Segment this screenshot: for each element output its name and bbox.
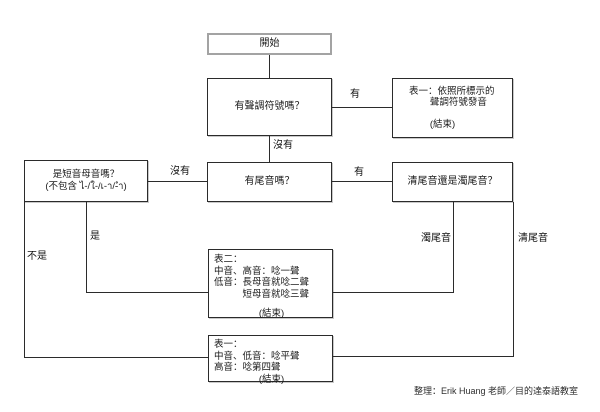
- connector-clear-to-table1bottom: [333, 356, 514, 357]
- node-table2: 表二： 中音、高音：唸一聲 低音：長母音就唸二聲 短母音就唸三聲 (結束): [208, 249, 333, 319]
- edge-label-clear-final: 清尾音: [518, 233, 548, 244]
- edge-label-voiced-final: 濁尾音: [421, 233, 451, 244]
- connector-not-short-to-table1bottom: [24, 357, 208, 358]
- connector-tonemark-to-table1top: [332, 107, 392, 108]
- connector-finalq-to-clearvoiced: [332, 181, 392, 182]
- node-clear-voiced-question: 清尾音還是濁尾音？: [392, 162, 513, 202]
- node-clear-voiced-question-label: 清尾音還是濁尾音？: [407, 176, 498, 187]
- table1-bottom-line3: 高音：唸第四聲: [214, 362, 281, 373]
- node-table1-bottom: 表一： 中音、低音：唸平聲 高音：唸第四聲 (結束): [208, 335, 333, 385]
- table1-bottom-line1: 表一：: [214, 339, 243, 350]
- node-table1-top: 表一：依照所標示的 聲調符號發音 (結束): [392, 78, 513, 138]
- table1-top-line2: 聲調符號發音: [429, 97, 487, 109]
- table2-line4: 短母音就唸三聲: [242, 288, 310, 300]
- table1-bottom-line2: 中音、低音：唸平聲: [214, 350, 300, 362]
- node-start-label: 開始: [259, 38, 280, 49]
- node-final-sound-question-label: 有尾音嗎？: [244, 176, 295, 187]
- table2-end: (結束): [258, 308, 285, 319]
- edge-label-no-tone: 沒有: [273, 140, 293, 151]
- connector-start-to-tonemark: [269, 55, 270, 78]
- edge-label-has-tone: 有: [350, 89, 360, 100]
- table2-line1: 表二：: [214, 254, 243, 265]
- credit-line: 整理：Erik Huang 老師／目的達泰語教室: [413, 386, 578, 396]
- table1-bottom-end: (結束): [258, 373, 285, 385]
- connector-yes-short-to-table2: [86, 292, 208, 293]
- edge-label-is-short: 是: [90, 231, 100, 242]
- connector-finalq-to-shortvowel: [148, 181, 207, 182]
- node-tone-mark-question-label: 有聲調符號嗎？: [234, 101, 305, 112]
- edge-label-not-short: 不是: [27, 251, 47, 262]
- node-short-vowel-question: 是短音母音嗎？ (不包含 ไ-/ใ-/เ-า/-ำ): [24, 160, 148, 202]
- connector-tonemark-to-finalq: [269, 136, 270, 162]
- short-vowel-question-line2: (不包含 ไ-/ใ-/เ-า/-ำ): [45, 181, 127, 192]
- connector-clear-vertical: [513, 202, 514, 356]
- node-tone-mark-question: 有聲調符號嗎？: [207, 78, 332, 136]
- node-start: 開始: [207, 33, 332, 55]
- short-vowel-question-line1: 是短音母音嗎？: [52, 169, 120, 180]
- connector-not-short-vertical: [24, 202, 25, 357]
- connector-voiced-vertical: [453, 202, 454, 292]
- connector-voiced-to-table2: [333, 292, 454, 293]
- table2-line3: 低音：長母音就唸二聲: [214, 277, 310, 288]
- table1-top-end: (結束): [429, 118, 456, 130]
- edge-label-no-final: 沒有: [170, 166, 190, 177]
- edge-label-has-final: 有: [354, 167, 364, 178]
- connector-yes-short-vertical: [86, 202, 87, 292]
- table1-top-line1: 表一：依照所標示的: [409, 85, 495, 97]
- table2-line2: 中音、高音：唸一聲: [214, 265, 300, 277]
- node-final-sound-question: 有尾音嗎？: [207, 162, 332, 202]
